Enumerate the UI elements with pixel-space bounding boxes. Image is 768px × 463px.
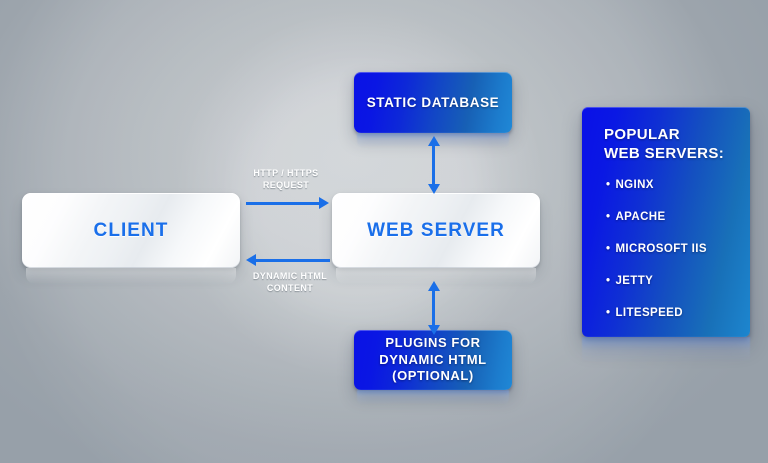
bullet-icon: • (606, 243, 611, 256)
connection-request-label: HTTP / HTTPS REQUEST (253, 168, 319, 191)
bullet-icon: • (606, 179, 611, 192)
list-item[interactable]: • LITESPEED (606, 307, 750, 319)
bullet-icon: • (606, 275, 611, 288)
bullet-icon: • (606, 307, 611, 320)
node-client[interactable]: CLIENT (22, 193, 240, 268)
connection-request-line (246, 202, 320, 205)
panel-server-list: • NGINX • APACHE • MICROSOFT IIS • JETTY • LI… (582, 179, 750, 319)
list-item[interactable]: • APACHE (606, 211, 750, 223)
node-static-database-label: STATIC DATABASE (366, 94, 500, 110)
node-web-server-label: WEB SERVER (367, 219, 505, 241)
connection-plugins-line (432, 288, 435, 328)
arrow-right-icon (319, 197, 329, 209)
arrow-left-icon (246, 254, 256, 266)
list-item[interactable]: • NGINX (606, 179, 750, 191)
node-plugins-reflection (357, 390, 509, 405)
arrow-down-icon-2 (428, 325, 440, 335)
node-client-label: CLIENT (93, 219, 169, 241)
arrow-up-icon (428, 136, 440, 146)
connection-response-label: DYNAMIC HTML CONTENT (252, 271, 328, 294)
node-client-reflection (26, 268, 236, 284)
list-item-label: NGINX (615, 179, 654, 192)
connection-response-line (256, 259, 330, 262)
list-item[interactable]: • JETTY (606, 275, 750, 287)
list-item-label: LITESPEED (615, 307, 683, 320)
arrow-down-icon (428, 184, 440, 194)
arrow-up-icon-2 (428, 281, 440, 291)
bullet-icon: • (606, 211, 611, 224)
node-plugins[interactable]: PLUGINS FOR DYNAMIC HTML (OPTIONAL) (354, 330, 512, 390)
node-plugins-label: PLUGINS FOR DYNAMIC HTML (OPTIONAL) (379, 335, 487, 384)
list-item-label: APACHE (615, 211, 666, 224)
list-item-label: MICROSOFT IIS (615, 243, 707, 256)
list-item[interactable]: • MICROSOFT IIS (606, 243, 750, 255)
panel-title: POPULAR WEB SERVERS: (604, 126, 725, 163)
connection-database-line (432, 143, 435, 187)
node-static-database[interactable]: STATIC DATABASE (354, 72, 512, 133)
list-item-label: JETTY (615, 275, 654, 288)
popular-web-servers-panel-reflection (582, 337, 750, 363)
node-web-server[interactable]: WEB SERVER (332, 193, 540, 268)
popular-web-servers-panel[interactable]: POPULAR WEB SERVERS: • NGINX • APACHE • MIC… (582, 107, 750, 337)
